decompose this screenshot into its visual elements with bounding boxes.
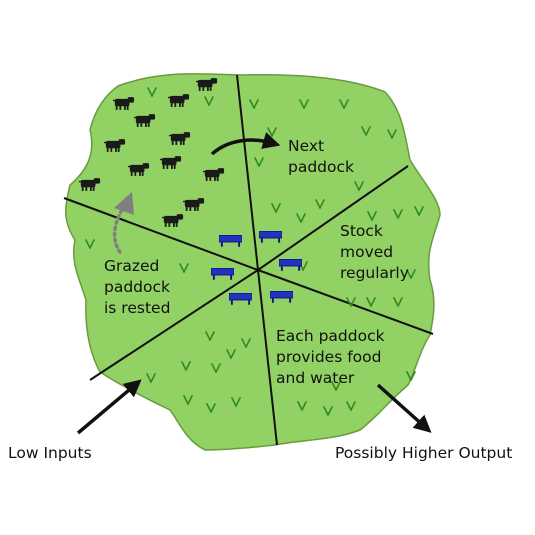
grazed-paddock-label: Grazed paddock is rested	[104, 257, 175, 317]
each-paddock-line-2: provides food	[276, 348, 381, 366]
rest-cycle-arrow	[112, 203, 127, 254]
each-paddock-line-3: and water	[276, 369, 355, 387]
paddock-fences	[63, 74, 434, 446]
fence-southeast	[257, 269, 434, 335]
fence-west	[63, 197, 259, 271]
fence-northeast	[257, 165, 409, 271]
rest-cycle-arrowhead	[114, 192, 134, 215]
each-paddock-label: Each paddock provides food and water	[276, 327, 390, 387]
fence-north	[236, 74, 259, 271]
grazed-paddock-line-2: paddock	[104, 278, 170, 296]
stock-moved-line-3: regularly	[340, 264, 409, 282]
higher-output-label: Possibly Higher Output	[335, 444, 512, 462]
higher-output-arrow	[376, 383, 432, 433]
next-paddock-arrow	[210, 132, 281, 156]
stock-moved-label: Stock moved regularly	[340, 222, 409, 282]
low-inputs-label: Low Inputs	[8, 444, 92, 462]
stock-moved-line-2: moved	[340, 243, 393, 261]
next-paddock-line-1: Next	[288, 137, 324, 155]
grazed-paddock-line-1: Grazed	[104, 257, 159, 275]
fence-south	[257, 269, 278, 446]
each-paddock-line-1: Each paddock	[276, 327, 385, 345]
low-inputs-arrow	[76, 379, 142, 435]
grazed-paddock-line-3: is rested	[104, 299, 170, 317]
field	[65, 73, 441, 451]
stock-moved-line-1: Stock	[340, 222, 383, 240]
fence-southwest	[89, 269, 259, 381]
next-paddock-line-2: paddock	[288, 158, 354, 176]
next-paddock-label: Next paddock	[288, 137, 354, 176]
